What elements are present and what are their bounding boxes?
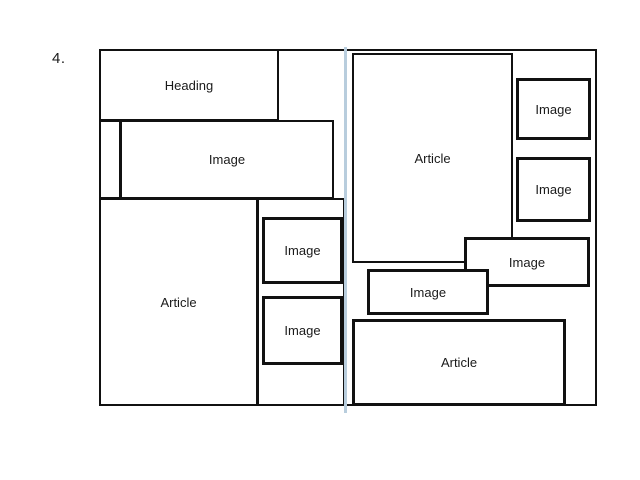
left-small-image-region-1: Image xyxy=(262,217,343,284)
right-image-label-wide: Image xyxy=(508,254,546,270)
left-small-image-label-1: Image xyxy=(284,243,321,258)
right-article-label-bottom: Article xyxy=(440,355,478,370)
right-image-label-top: Image xyxy=(535,101,572,117)
right-article-region: Article xyxy=(352,53,513,263)
left-article-label: Article xyxy=(160,294,197,310)
right-article-label: Article xyxy=(414,150,451,166)
right-image-region-middle: Image xyxy=(516,157,591,222)
right-image-label-middle: Image xyxy=(535,182,572,197)
left-image-region: Image xyxy=(120,120,334,199)
right-image-region-overlapping: Image xyxy=(367,269,489,315)
right-image-region-top: Image xyxy=(516,78,591,140)
left-article-region: Article xyxy=(99,198,258,406)
page-fold-divider-line xyxy=(344,47,347,413)
right-image-region-wide: Image xyxy=(464,237,590,287)
left-small-image-label-2: Image xyxy=(284,323,321,338)
left-heading-label: Heading xyxy=(164,77,214,93)
right-image-label-overlapping: Image xyxy=(409,284,447,300)
right-article-region-bottom: Article xyxy=(352,319,566,406)
left-rail-region xyxy=(99,120,121,199)
left-small-image-region-2: Image xyxy=(262,296,343,365)
question-number-label: 4. xyxy=(52,50,66,67)
left-image-label: Image xyxy=(208,152,246,167)
left-heading-region: Heading xyxy=(99,49,279,121)
